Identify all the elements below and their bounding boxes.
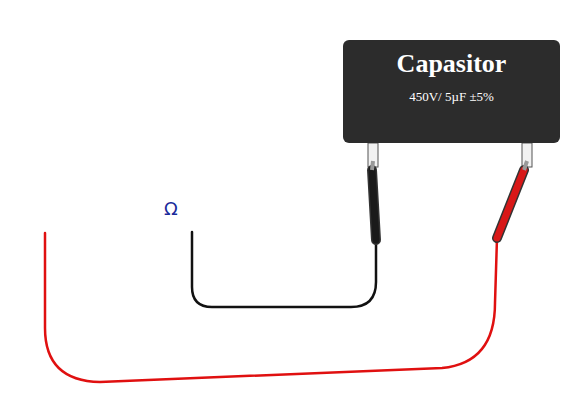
red-terminal	[39, 227, 51, 239]
meter-case	[11, 15, 231, 252]
scale-band	[70, 83, 180, 135]
selector-dial	[81, 159, 159, 237]
meter-window	[22, 22, 220, 135]
red-test-lead	[45, 143, 532, 382]
black-test-lead	[192, 143, 378, 307]
ohm-symbol: Ω	[164, 200, 178, 218]
multimeter: Ω	[10, 14, 232, 253]
capacitor-rating: 450V/ 5µF ±5%	[409, 89, 494, 105]
black-terminal	[186, 226, 198, 238]
meter-needle	[150, 67, 198, 108]
capacitor-body: Capasitor 450V/ 5µF ±5%	[343, 40, 560, 143]
capacitor-name: Capasitor	[397, 48, 507, 79]
zero-adjust-knob	[179, 119, 209, 149]
selector-ring	[76, 154, 164, 242]
multimeter-drawing	[10, 14, 232, 253]
scale-arc	[50, 65, 190, 135]
selector-pointer	[94, 177, 146, 219]
